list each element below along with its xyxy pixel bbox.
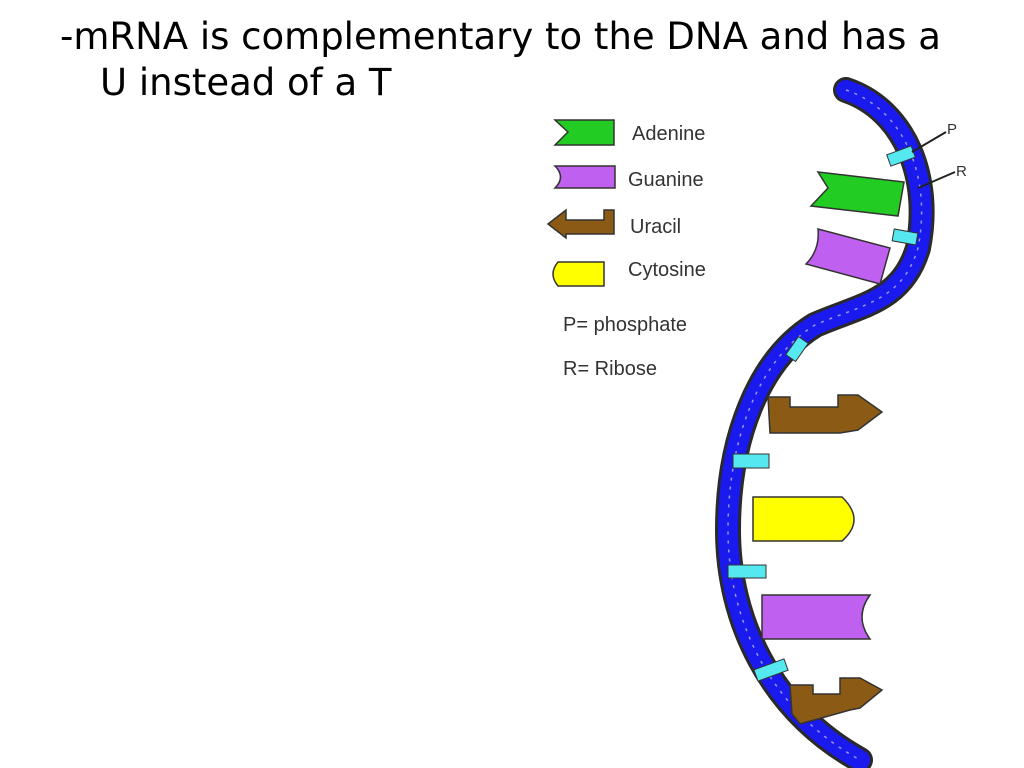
base-uracil bbox=[789, 677, 884, 725]
legend-cytosine-label: Cytosine bbox=[628, 259, 706, 281]
strand-labels: P R bbox=[911, 121, 967, 189]
sugar-links bbox=[727, 145, 919, 682]
base-adenine bbox=[809, 171, 905, 217]
legend-guanine-swatch bbox=[553, 165, 616, 189]
legend-uracil-swatch bbox=[546, 208, 615, 240]
base-cytosine bbox=[752, 496, 855, 542]
sugar-link bbox=[753, 658, 789, 682]
base-guanine bbox=[804, 228, 891, 285]
base-uracil bbox=[767, 394, 884, 434]
slide-text-line-1: -mRNA is complementary to the DNA and ha… bbox=[60, 15, 941, 58]
legend: Adenine Guanine Uracil Cytosine P= phosp… bbox=[546, 119, 706, 380]
rna-bases bbox=[752, 171, 905, 725]
legend-uracil-label: Uracil bbox=[630, 216, 681, 238]
legend-phosphate-label: P= phosphate bbox=[563, 314, 687, 336]
phosphate-label: P bbox=[947, 121, 957, 138]
sugar-link bbox=[891, 228, 919, 246]
sugar-link bbox=[785, 335, 809, 363]
legend-cytosine-swatch bbox=[552, 261, 605, 287]
legend-guanine-label: Guanine bbox=[628, 169, 704, 191]
legend-ribose-label: R= Ribose bbox=[563, 358, 657, 380]
rna-backbone bbox=[714, 77, 935, 768]
backbone-highlight bbox=[727, 89, 923, 761]
legend-adenine-label: Adenine bbox=[632, 123, 705, 145]
ribose-label: R bbox=[956, 163, 967, 180]
slide-text-line-2: U instead of a T bbox=[100, 60, 392, 104]
base-guanine bbox=[761, 594, 872, 640]
sugar-link bbox=[727, 564, 767, 579]
slide-body-text: -mRNA is complementary to the DNA and ha… bbox=[60, 14, 960, 106]
sugar-link bbox=[732, 453, 770, 469]
phosphate-pointer-line bbox=[911, 131, 947, 153]
legend-adenine-swatch bbox=[553, 119, 615, 146]
ribose-pointer-line bbox=[917, 171, 956, 189]
